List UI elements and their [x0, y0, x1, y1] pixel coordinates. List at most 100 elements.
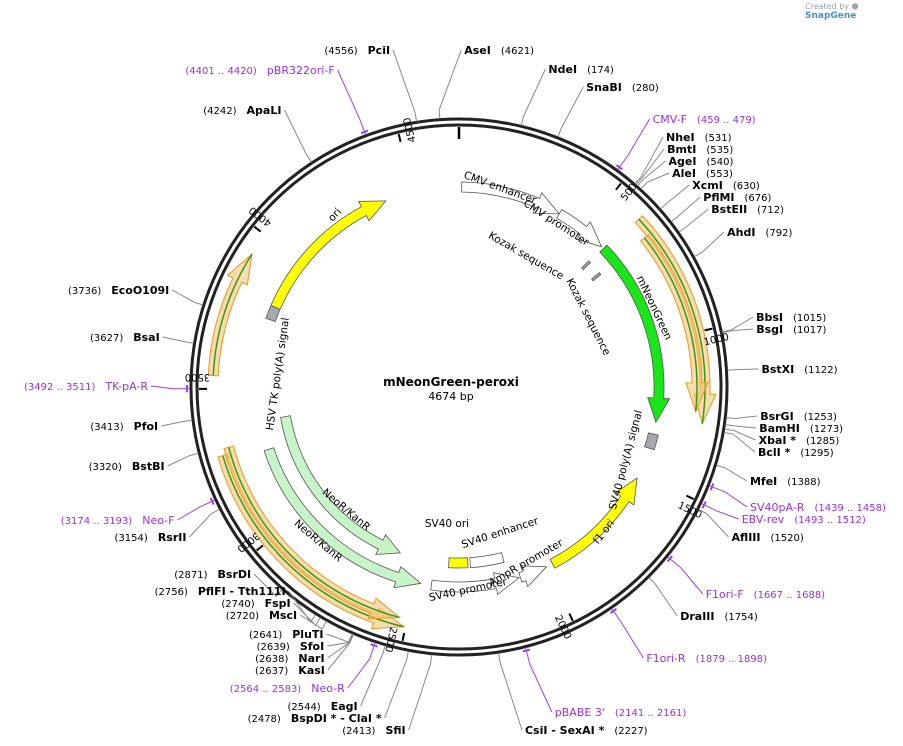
- scale-tick: [253, 225, 262, 233]
- primer-range: (2564 .. 2583): [230, 684, 302, 695]
- site-label: CsiI - SexAI *: [525, 724, 605, 737]
- site-leader: [640, 172, 670, 190]
- site-label: ApaLI: [247, 104, 282, 117]
- plasmid-size: 4674 bp: [428, 390, 473, 403]
- feature-label-sv40-enhancer: SV40 enhancer: [460, 515, 540, 551]
- primer-label: F1ori-R: [646, 652, 686, 665]
- site-leader: [288, 590, 316, 623]
- primer-mark: [209, 497, 215, 505]
- orf-arc: [207, 252, 253, 377]
- primer-range: (3174 .. 3193): [61, 516, 133, 527]
- site-label: AflIII: [732, 531, 761, 544]
- primer-mark: [666, 555, 673, 563]
- snapgene-logo-icon: ⬢: [851, 2, 859, 11]
- scale-tick: [685, 494, 695, 500]
- site-label: PluTI: [292, 628, 323, 641]
- site-position: (3736): [68, 286, 101, 297]
- site-label: AhdI: [727, 226, 755, 239]
- site-position: (1520): [770, 533, 803, 544]
- scale-tick: [397, 133, 402, 143]
- primer-leader: [525, 647, 553, 713]
- site-label: MfeI: [750, 475, 777, 488]
- site-position: (2641): [249, 630, 282, 641]
- feature-label-hsv-tk-poly-a-signal: HSV TK poly(A) signal: [264, 317, 292, 431]
- site-label: BsrDI: [218, 568, 252, 581]
- site-position: (1754): [725, 612, 758, 623]
- primer-mark: [615, 164, 623, 171]
- primer-leader: [347, 642, 376, 689]
- orf-line: [228, 447, 400, 619]
- primer-mark: [522, 648, 531, 653]
- site-leader: [725, 424, 757, 429]
- site-leader: [171, 289, 203, 306]
- backbone-outer-ring: [189, 117, 729, 657]
- site-label: BmtI: [667, 143, 696, 156]
- backbone-inner-ring: [195, 123, 723, 651]
- primer-label: pBABE 3': [555, 706, 605, 719]
- site-position: (1015): [793, 313, 826, 324]
- site-label: SnaBI: [586, 81, 622, 94]
- primer-label: F1ori-F: [706, 588, 744, 601]
- primer-leader: [177, 499, 216, 521]
- site-position: (1253): [804, 412, 837, 423]
- site-position: (1285): [806, 436, 839, 447]
- site-label: BsrGI: [760, 410, 793, 423]
- site-label: SfoI: [300, 640, 324, 653]
- site-leader: [724, 432, 756, 453]
- orf-layer: [207, 215, 717, 630]
- site-position: (4621): [501, 46, 534, 57]
- feature-kozak-sequence: [591, 272, 602, 282]
- site-position: (2639): [257, 642, 290, 653]
- site-label: FspI: [265, 597, 291, 610]
- site-position: (531): [705, 133, 732, 144]
- site-leader: [678, 208, 709, 233]
- scale-tick: [256, 544, 264, 552]
- site-label: PflFI - Tth111I: [198, 585, 286, 598]
- feature-layer: [263, 181, 671, 596]
- site-position: (2637): [255, 666, 288, 677]
- orf-arc: [639, 234, 709, 413]
- site-position: (676): [745, 193, 772, 204]
- primer-leader: [667, 556, 704, 595]
- watermark-brand: SnapGene: [805, 11, 857, 21]
- site-label: DraIII: [680, 610, 714, 623]
- site-position: (630): [733, 181, 760, 192]
- site-leader: [162, 336, 194, 344]
- site-position: (1388): [787, 477, 820, 488]
- feature-ori: [270, 200, 387, 310]
- site-label: BstEII: [711, 203, 747, 216]
- feature-neor-kanr: [280, 415, 402, 555]
- site-leader: [253, 573, 283, 598]
- site-leader: [384, 651, 409, 719]
- site-leader: [694, 231, 725, 258]
- feature-sv40-promoter: [430, 572, 521, 596]
- primer-label: Neo-F: [142, 514, 174, 527]
- site-leader: [327, 633, 354, 647]
- primer-label: EBV-rev: [742, 513, 785, 526]
- site-leader: [360, 645, 386, 707]
- site-leader: [722, 328, 754, 334]
- site-label: XcmI: [692, 179, 723, 192]
- primer-label: CMV-F: [653, 113, 687, 126]
- primer-label: pBR322ori-F: [267, 64, 335, 77]
- primer-range: (1667 .. 1688): [754, 590, 826, 601]
- site-label: BspDI * - ClaI *: [291, 712, 382, 725]
- site-position: (2871): [174, 570, 207, 581]
- site-position: (3413): [90, 422, 123, 433]
- site-position: (2740): [221, 599, 254, 610]
- site-label: NdeI: [548, 63, 577, 76]
- site-label: AseI: [464, 44, 491, 57]
- site-leader: [161, 419, 193, 427]
- primer-leader: [611, 608, 644, 659]
- site-label: BclI *: [758, 446, 791, 459]
- site-leader: [722, 316, 754, 333]
- site-leader: [716, 464, 748, 482]
- site-label: EagI: [331, 700, 358, 713]
- site-position: (4556): [324, 46, 357, 57]
- site-label: NarI: [298, 652, 324, 665]
- feature-cmv-promoter: [556, 208, 603, 248]
- site-label: MscI: [269, 609, 297, 622]
- site-position: (3154): [115, 533, 148, 544]
- primer-range: (2141 .. 2161): [615, 708, 687, 719]
- site-leader: [408, 654, 433, 731]
